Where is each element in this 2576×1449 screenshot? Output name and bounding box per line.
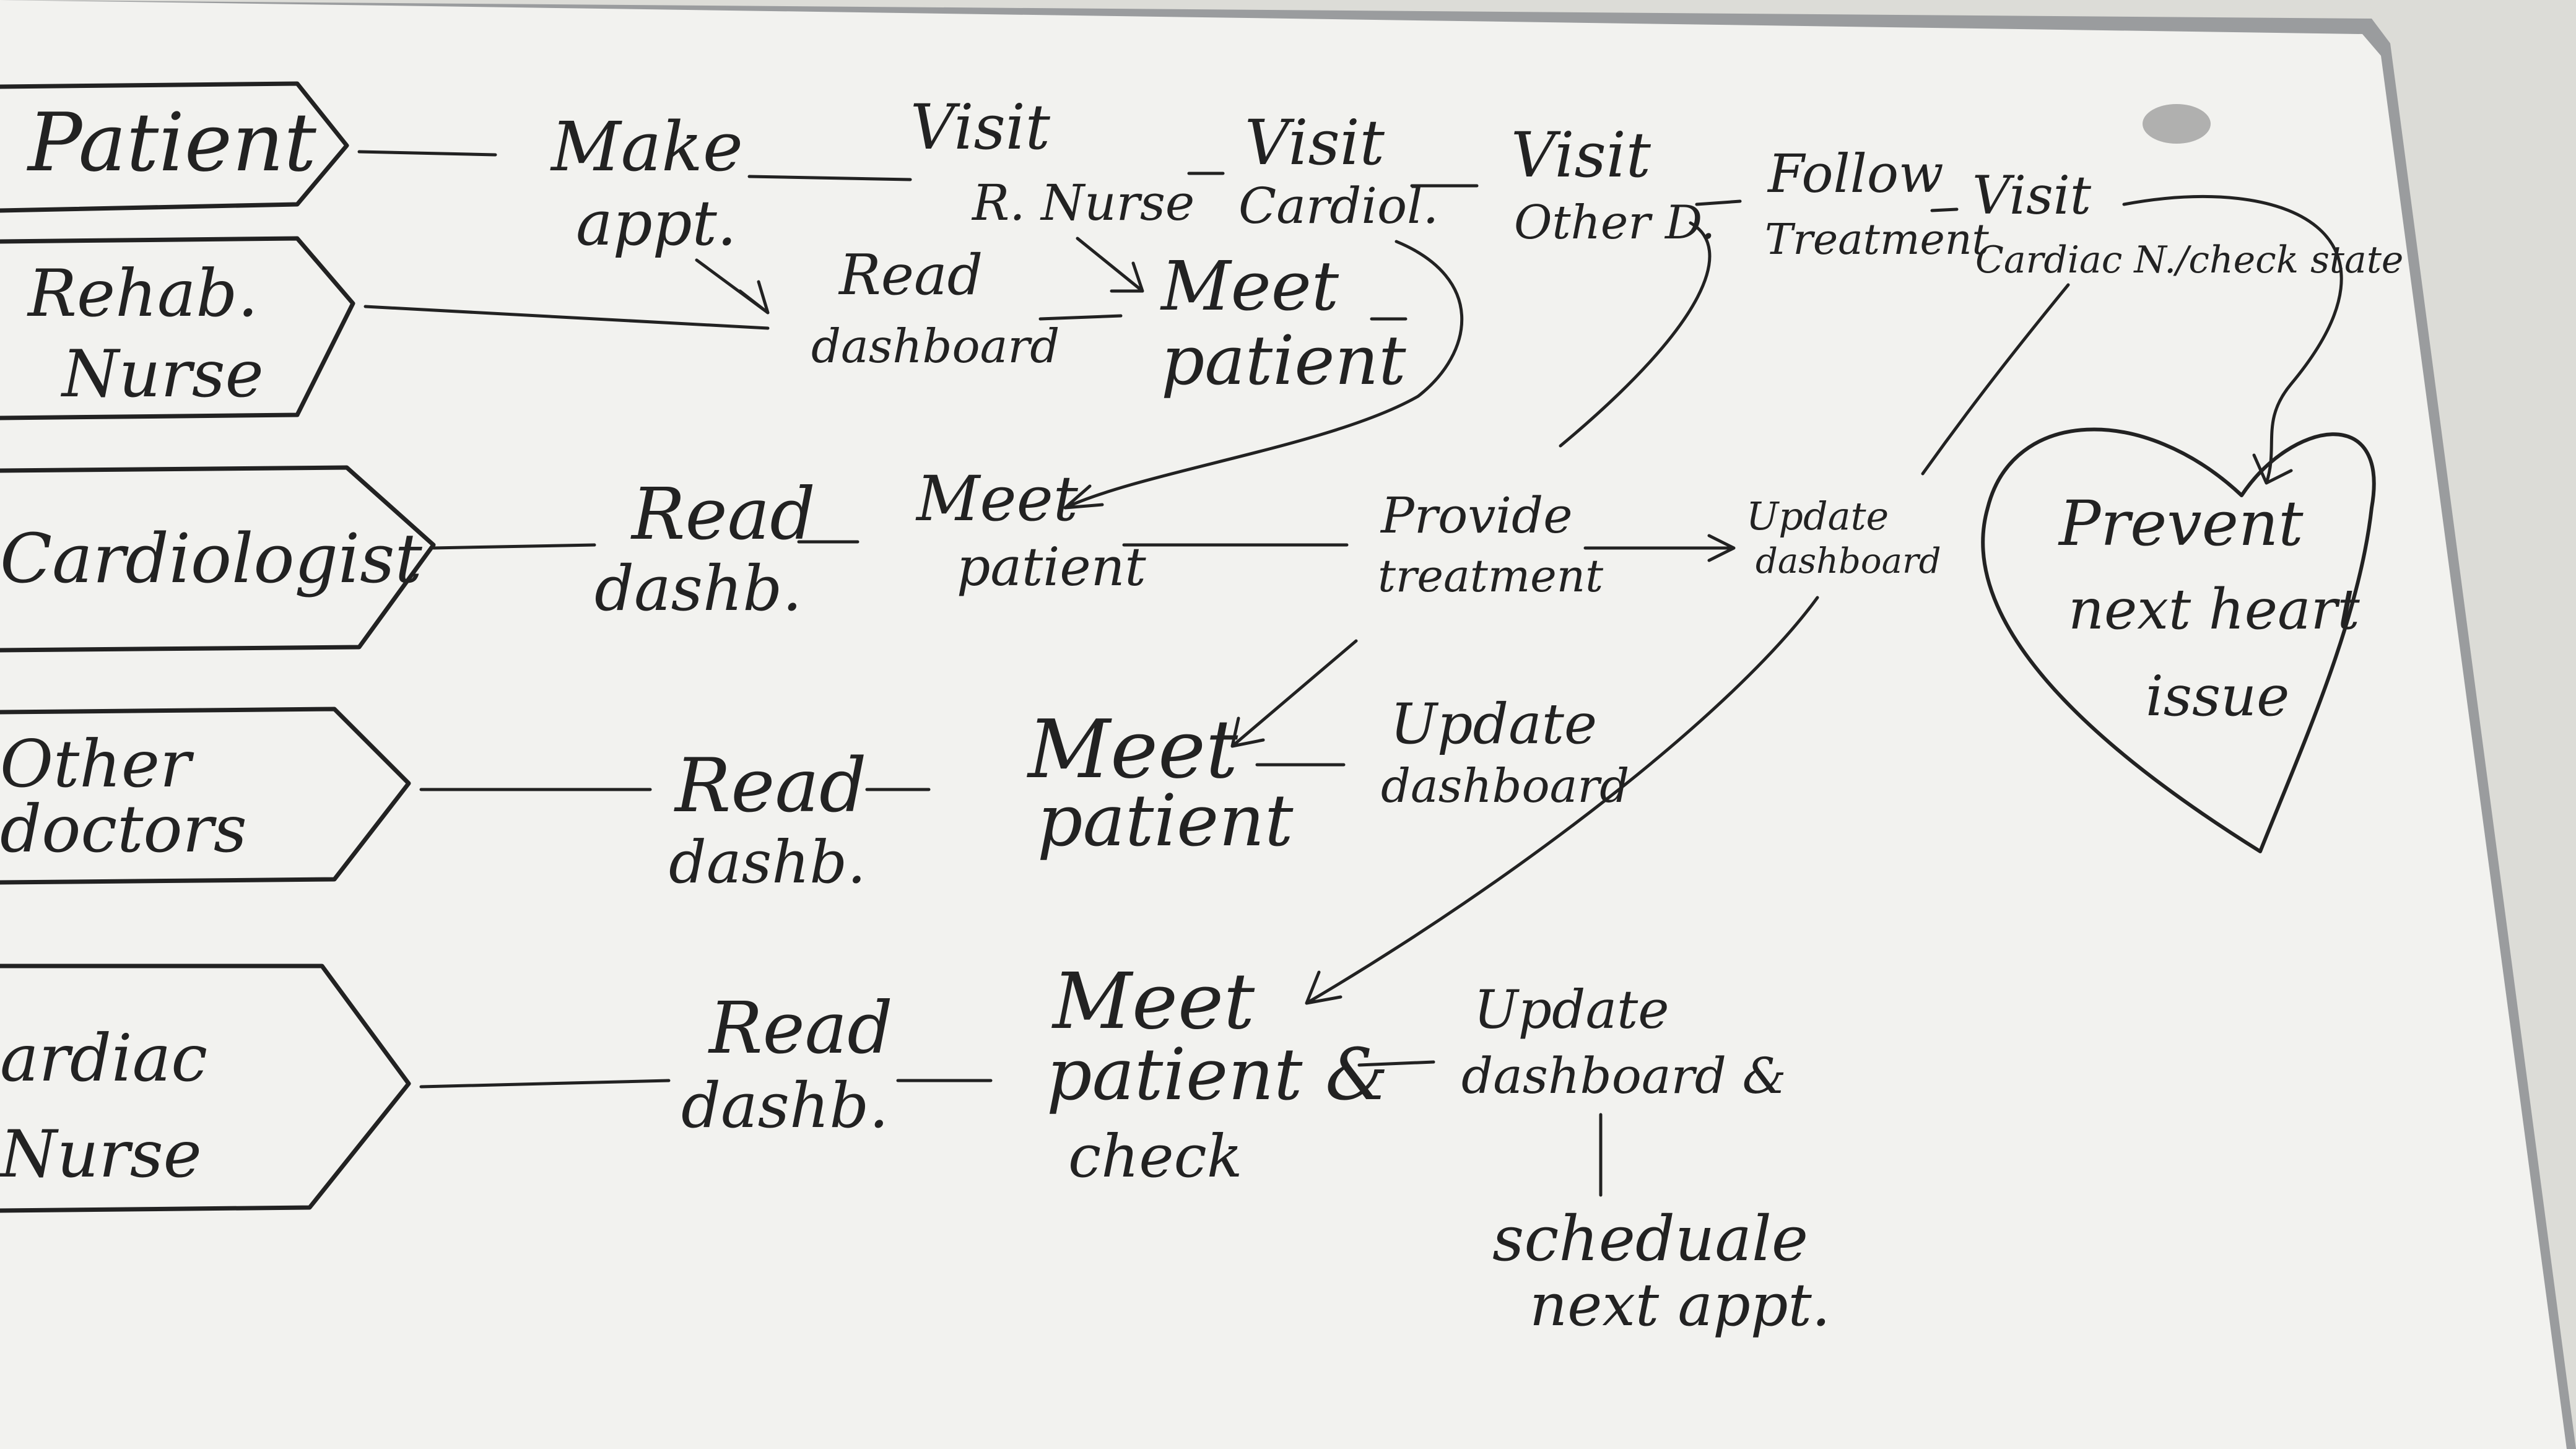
step-visit-otherd-line1: Visit [1511,119,1651,191]
lane-label-rehab-line2: Nurse [60,336,264,412]
step-update-dashboard-other-line2: dashboard [1381,759,1629,813]
step-visit-otherd-line2: Other D. [1514,195,1715,250]
step-meet-patient-cardio-line1: Meet [915,463,1079,535]
step-visit-cardiacn-line1: Visit [1972,165,2092,227]
step-meet-patient-rehab-line1: Meet [1160,246,1339,326]
connector-line [357,150,497,157]
goal-text-line3: issue [2146,664,2289,729]
step-meet-patient-check-line2: patient & [1046,1033,1388,1116]
step-read-dashb-other-line2: dashb. [669,829,866,897]
arrow-provide-to-meet-other [1230,639,1358,748]
connector-line [432,543,596,550]
curve-update-to-meet-cardiac [1305,596,1819,1005]
step-update-dashboard-cardio-line1: Update [1746,494,1889,539]
step-meet-patient-cardio-line2: patient [957,537,1146,598]
step-follow-treatment-line2: Treatment [1765,215,1989,264]
lane-box-cardiac [0,964,411,1213]
goal-text-line2: next heart [2068,577,2361,642]
step-provide-treatment-line2: treatment [1378,550,1604,602]
step-visit-cardiol-line1: Visit [1245,107,1385,179]
lane-box-cardiologist [0,465,436,653]
arrow-make-to-read [695,258,770,315]
step-update-dashboard-cardiac-line1: Update [1474,980,1669,1041]
curve-visit-cardiacn-to-goal [2122,194,2343,485]
step-read-dashb-cardiac-line2: dashb. [681,1069,889,1142]
step-meet-patient-check-line1: Meet [1051,957,1255,1046]
lane-label-cardiac-line2: Nurse [0,1116,202,1192]
step-update-dashboard-cardiac-line2: dashboard & [1461,1047,1786,1105]
curve-visit-cardiol-to-meet [1063,240,1464,510]
lane-box-rehab [0,236,355,420]
step-meet-patient-other-line2: patient [1037,780,1294,863]
smudge-mark [2143,104,2211,144]
lane-box-patient [0,81,349,213]
step-schedule-next-appt-line1: scheduale [1492,1203,1808,1275]
dash-line [1038,314,1123,321]
step-read-dashb-other-line1: Read [674,743,867,829]
step-meet-patient-other-line1: Meet [1027,702,1238,796]
lane-label-cardiac-line1: ardiac [0,1020,207,1096]
lane-label-other-line1: Other [0,726,194,802]
dash-line [1695,199,1742,206]
lane-label-rehab-line1: Rehab. [27,256,258,331]
lane-label-other-line2: doctors [0,791,247,867]
heart-shape [1981,427,2376,853]
flow-arrows [695,194,2343,1005]
step-meet-patient-check-line3: check [1068,1123,1242,1191]
dash-line [1357,1060,1435,1067]
step-visit-rnurse-line1: Visit [910,91,1051,163]
curve-visit-other-to-other-row [1559,221,1712,448]
step-read-dashb-cardiac-line1: Read [708,987,893,1070]
step-make-appt-line2: appt. [576,187,737,259]
step-follow-treatment-line1: Follow [1767,144,1944,205]
lane-boxes [0,81,436,1213]
step-meet-patient-rehab-line2: patient [1161,321,1406,400]
connector-lines [357,150,770,1089]
lane-label-patient: Patient [27,95,317,189]
dash-line [747,175,912,181]
line-visit-cardiacn-to-update [1921,283,2070,476]
connector-line [363,305,770,330]
step-visit-rnurse-line2: R. Nurse [971,174,1194,232]
arrow-visit-rn-to-meet [1076,237,1144,293]
step-schedule-next-appt-line2: next appt. [1530,1271,1830,1339]
step-make-appt-line1: Make [550,107,743,186]
step-visit-cardiol-line2: Cardiol. [1238,177,1438,235]
step-read-dashboard-line1: Read [838,243,983,308]
goal-text-line1: Prevent [2058,487,2304,560]
step-read-dashb-cardio-line2: dashb. [594,552,802,625]
lane-box-other [0,707,411,885]
step-read-dashboard-line2: dashboard [811,319,1060,373]
step-update-dashboard-other-line1: Update [1390,692,1597,757]
connector-line [419,1079,671,1089]
step-read-dashb-cardio-line1: Read [630,473,816,556]
dash-line [1930,207,1959,212]
step-update-dashboard-cardio-line2: dashboard [1756,541,1941,581]
step-provide-treatment-line1: Provide [1380,487,1573,544]
arrow-provide-to-update [1583,534,1736,562]
lane-label-cardiologist: Cardiologist [0,519,423,598]
